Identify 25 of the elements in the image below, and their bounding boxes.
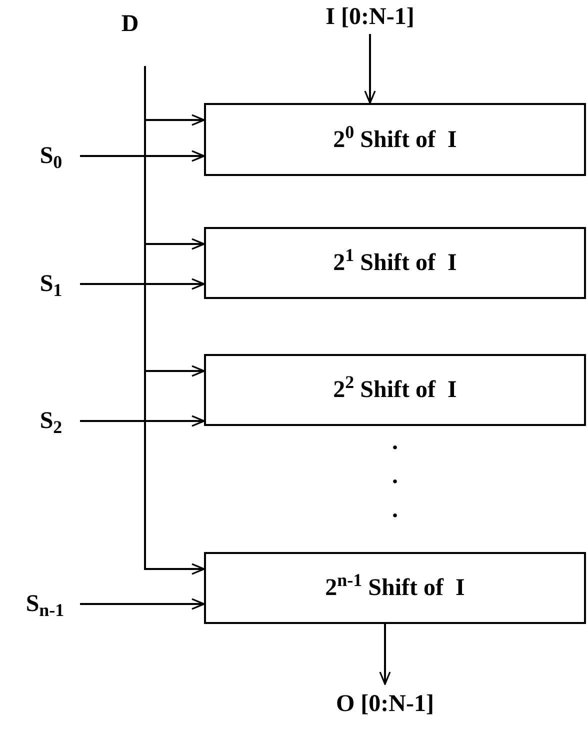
signal-label: D	[121, 12, 139, 36]
arrow	[80, 598, 205, 610]
signal-label: S$_{n-1}$	[26, 592, 64, 616]
signal-label: S$_{2}$	[40, 409, 62, 433]
signal-label: I [0:N-1]	[326, 5, 414, 29]
shifter-box	[204, 227, 586, 299]
arrow	[379, 624, 391, 685]
arrow	[80, 278, 205, 290]
box-label: 2$^{n-1}$ Shift of I	[325, 576, 465, 600]
arrow	[80, 415, 205, 427]
ellipsis-dot: .	[392, 498, 398, 522]
box-label: 2$^{1}$ Shift of I	[333, 251, 457, 275]
box-label: 2$^{0}$ Shift of I	[333, 128, 457, 152]
signal-label: S$_{1}$	[40, 272, 62, 296]
arrow	[364, 34, 376, 104]
arrow	[80, 150, 205, 162]
shifter-box	[204, 103, 586, 176]
signal-label: S$_{0}$	[40, 144, 62, 168]
ellipsis-dot: .	[392, 430, 398, 454]
ellipsis-dot: .	[392, 464, 398, 488]
arrow	[144, 66, 205, 575]
shifter-box	[204, 552, 586, 624]
box-label: 2$^{2}$ Shift of I	[333, 378, 457, 402]
signal-label: O [0:N-1]	[336, 692, 434, 716]
shifter-box	[204, 354, 586, 426]
